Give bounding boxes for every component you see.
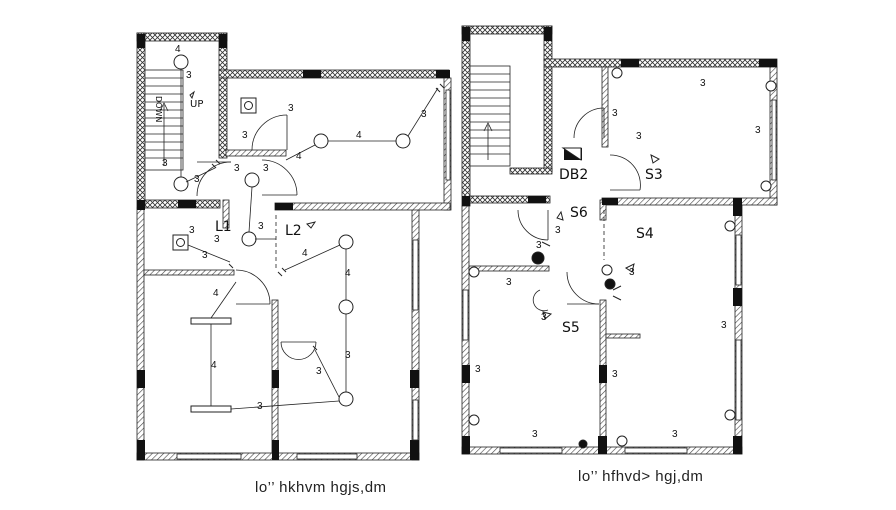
circuit-number: 4 bbox=[345, 268, 351, 279]
right-columns bbox=[462, 27, 777, 454]
circuit-number: 3 bbox=[288, 103, 294, 114]
tube-light bbox=[190, 405, 232, 413]
circuit-number: 3 bbox=[541, 312, 547, 323]
light-fixture bbox=[173, 54, 189, 70]
wall-light bbox=[616, 435, 628, 447]
circuit-number: 3 bbox=[612, 108, 618, 119]
circuit-number: 3 bbox=[186, 70, 192, 81]
wall-light bbox=[724, 220, 736, 232]
right-fixtures bbox=[468, 67, 777, 449]
circuit-number: 3 bbox=[755, 125, 761, 136]
label-s4: S4 bbox=[636, 226, 654, 242]
wall-light bbox=[724, 409, 736, 421]
left-wiring bbox=[180, 69, 439, 410]
light-fixture bbox=[338, 299, 354, 315]
circuit-number: 4 bbox=[175, 44, 181, 55]
circuit-number: 3 bbox=[257, 401, 263, 412]
tube-light bbox=[190, 317, 232, 325]
circuit-number: 3 bbox=[532, 429, 538, 440]
circuit-number: 4 bbox=[296, 151, 302, 162]
right-plan: 3 3 3 3 3 3 3 3 3 3 3 3 3 3 DB2 S3 S6 S4… bbox=[461, 25, 778, 485]
circuit-number: 3 bbox=[421, 109, 427, 120]
wall-light bbox=[601, 264, 613, 276]
left-windows bbox=[176, 89, 451, 460]
circuit-number: 4 bbox=[302, 248, 308, 259]
left-switches bbox=[189, 83, 445, 351]
left-circuit-numbers: 4 3 3 3 4 3 4 3 3 3 3 3 3 3 4 4 4 4 3 3 … bbox=[162, 44, 427, 412]
circuit-number: 3 bbox=[162, 158, 168, 169]
circuit-number: 4 bbox=[213, 288, 219, 299]
label-s6: S6 bbox=[570, 205, 588, 221]
right-windows bbox=[462, 99, 777, 454]
circuit-number: 3 bbox=[612, 369, 618, 380]
light-fixture bbox=[244, 172, 260, 188]
wall-light bbox=[468, 414, 480, 426]
circuit-number: 4 bbox=[356, 130, 362, 141]
wall-light bbox=[760, 180, 772, 192]
right-plan-caption: lo’’ hfhvd> hgj,dm bbox=[578, 468, 703, 485]
circuit-number: 3 bbox=[258, 221, 264, 232]
left-light-fixtures bbox=[173, 54, 411, 407]
left-plan-caption: lo’’ hkhvm hgjs,dm bbox=[255, 479, 387, 496]
circuit-number: 3 bbox=[629, 267, 635, 278]
circuit-number: 3 bbox=[672, 429, 678, 440]
circuit-number: 3 bbox=[721, 320, 727, 331]
circuit-number: 3 bbox=[214, 234, 220, 245]
circuit-number: 4 bbox=[211, 360, 217, 371]
left-stair bbox=[144, 69, 184, 171]
distribution-board bbox=[561, 147, 582, 161]
left-wall-fixtures bbox=[172, 97, 257, 251]
light-fixture bbox=[338, 391, 354, 407]
wall-light bbox=[765, 80, 777, 92]
light-fixture bbox=[395, 133, 411, 149]
circuit-number: 3 bbox=[555, 225, 561, 236]
right-switches bbox=[541, 154, 660, 320]
light-fixture bbox=[338, 234, 354, 250]
light-fixture bbox=[241, 231, 257, 247]
circuit-number: 3 bbox=[636, 131, 642, 142]
circuit-number: 3 bbox=[506, 277, 512, 288]
stair-down-label: DOWN bbox=[154, 96, 163, 122]
circuit-number: 3 bbox=[242, 130, 248, 141]
circuit-number: 3 bbox=[263, 163, 269, 174]
light-fixture bbox=[173, 176, 189, 192]
label-l1: L1 bbox=[215, 219, 232, 235]
wall-light bbox=[468, 266, 480, 278]
circuit-number: 3 bbox=[189, 225, 195, 236]
circuit-number: 3 bbox=[234, 163, 240, 174]
label-s3: S3 bbox=[645, 167, 663, 183]
right-circuit-numbers: 3 3 3 3 3 3 3 3 3 3 3 3 3 3 bbox=[475, 78, 761, 440]
label-db2: DB2 bbox=[559, 167, 588, 183]
circuit-number: 3 bbox=[475, 364, 481, 375]
label-s5: S5 bbox=[562, 320, 580, 336]
left-plan: UP DOWN bbox=[136, 32, 452, 496]
circuit-number: 3 bbox=[316, 366, 322, 377]
label-l2: L2 bbox=[285, 223, 302, 239]
light-fixture bbox=[531, 251, 545, 265]
circuit-number: 3 bbox=[194, 174, 200, 185]
left-columns bbox=[137, 34, 450, 460]
wall-light bbox=[578, 439, 588, 449]
circuit-number: 3 bbox=[536, 240, 542, 251]
right-doors bbox=[517, 107, 641, 312]
light-fixture bbox=[313, 133, 329, 149]
wall-light bbox=[611, 67, 623, 79]
stair-up-label: UP bbox=[190, 99, 203, 110]
circuit-number: 3 bbox=[202, 250, 208, 261]
right-stair bbox=[469, 65, 511, 167]
circuit-number: 3 bbox=[345, 350, 351, 361]
circuit-number: 3 bbox=[700, 78, 706, 89]
wall-light bbox=[604, 278, 616, 290]
